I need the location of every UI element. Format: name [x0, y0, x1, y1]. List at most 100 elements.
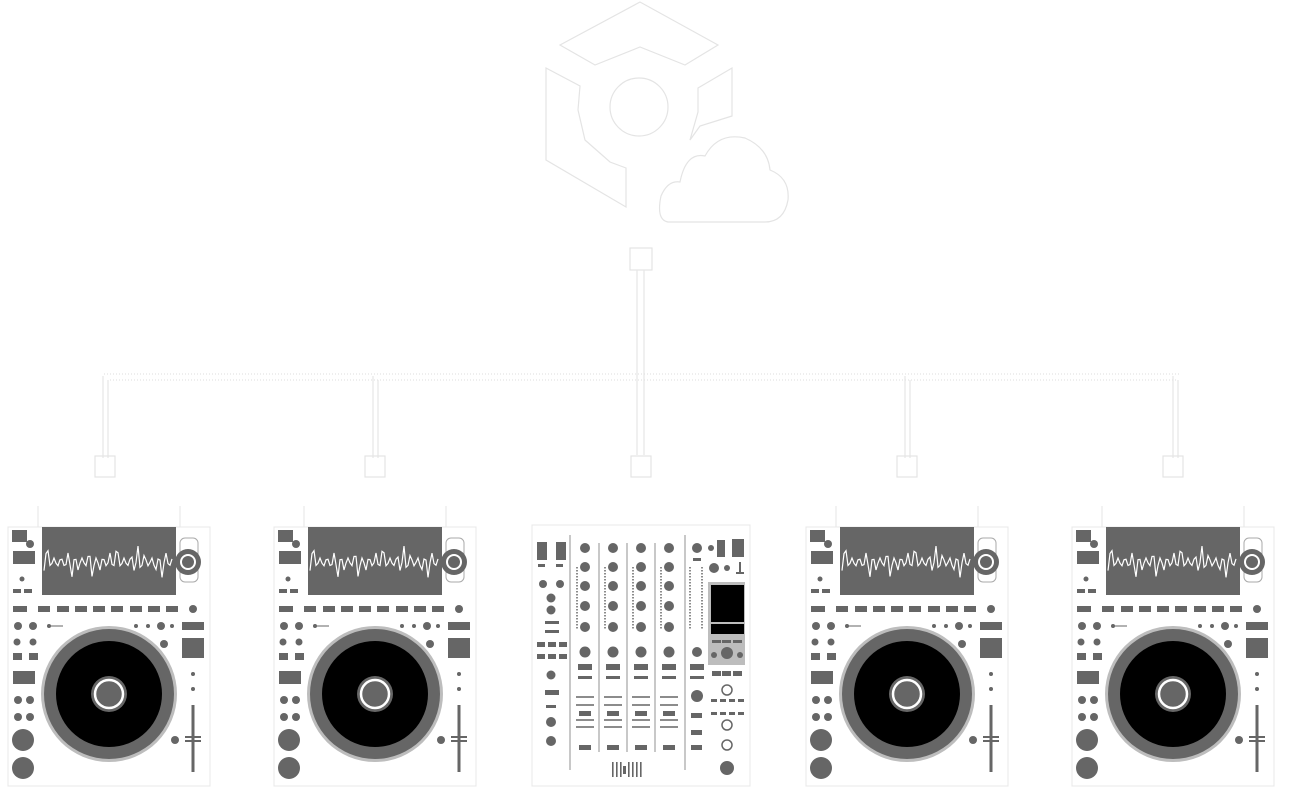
hub-cloud-icon [545, 1, 789, 223]
crossfader-barcode [636, 762, 638, 777]
control-knob [737, 652, 743, 658]
hot-cue-button [130, 606, 142, 612]
control-button [1246, 638, 1268, 658]
control-knob [817, 576, 823, 582]
play-button [12, 729, 34, 751]
control-knob [1077, 638, 1085, 646]
hot-cue-button [396, 606, 408, 612]
filter-knob [635, 646, 647, 658]
cue-button [12, 757, 34, 779]
control-button [278, 530, 293, 542]
control-knob [157, 622, 165, 630]
crossfader-barcode [640, 762, 642, 777]
control-button [545, 690, 559, 695]
control-button [448, 638, 470, 658]
device-connector [896, 455, 918, 478]
waveform-display [308, 527, 442, 595]
hot-cue-button [1157, 606, 1169, 612]
control-button [545, 630, 559, 633]
waveform-display [42, 527, 176, 595]
control-button [537, 542, 547, 560]
hot-cue-button [964, 606, 976, 612]
control-knob [426, 640, 434, 648]
hot-cue-button [323, 606, 335, 612]
control-button [729, 699, 735, 702]
hot-cue-button [57, 606, 69, 612]
control-knob [292, 713, 300, 721]
control-knob [709, 563, 719, 573]
control-knob [191, 687, 195, 691]
control-knob [412, 624, 416, 628]
control-knob [170, 624, 174, 628]
eq-knob [608, 601, 618, 611]
control-button [607, 745, 619, 750]
hot-cue-button [1194, 606, 1206, 612]
control-knob [436, 624, 440, 628]
control-button [607, 711, 619, 716]
control-button [448, 622, 470, 630]
control-button [606, 676, 620, 679]
control-button [537, 654, 545, 659]
cue-button [278, 757, 300, 779]
control-knob [455, 605, 463, 613]
control-knob [280, 622, 288, 630]
control-knob [26, 713, 34, 721]
headphone-knob [720, 761, 734, 775]
jog-hub [357, 676, 393, 712]
control-button [13, 589, 21, 593]
control-button [690, 676, 704, 679]
hot-cue-button [148, 606, 160, 612]
control-button [635, 745, 647, 750]
control-button [822, 589, 830, 593]
crossfader-barcode [620, 762, 622, 777]
dj-mixer [531, 524, 751, 787]
waveform [841, 546, 971, 578]
waveform [309, 546, 439, 578]
control-button [556, 564, 563, 567]
device-connector [630, 455, 652, 478]
play-button [1076, 729, 1098, 751]
hot-cue-button [891, 606, 903, 612]
control-button [711, 699, 717, 702]
control-button [182, 638, 204, 658]
control-button [690, 664, 704, 670]
eq-knob [664, 581, 674, 591]
control-knob [989, 687, 993, 691]
eq-knob [636, 543, 646, 553]
hot-cue-button [377, 606, 389, 612]
hot-cue-button [1102, 606, 1114, 612]
hot-cue-button [855, 606, 867, 612]
device-tab [37, 506, 181, 527]
control-knob [711, 652, 717, 658]
control-button [1077, 589, 1085, 593]
hot-cue-button [928, 606, 940, 612]
device-connector [94, 455, 116, 478]
control-knob [708, 545, 714, 551]
browse-knob-center [980, 556, 992, 568]
control-knob [1255, 672, 1259, 676]
control-knob [1078, 622, 1086, 630]
hot-cue-button [946, 606, 958, 612]
control-button [711, 712, 717, 715]
crossfader-barcode [632, 762, 634, 777]
control-button [733, 640, 742, 643]
control-button [545, 621, 559, 624]
hot-cue-button [1077, 606, 1091, 612]
control-knob [457, 672, 461, 676]
hot-cue-button [279, 606, 293, 612]
waveform-display [1106, 527, 1240, 595]
hot-cue-button [1212, 606, 1224, 612]
browse-knob-center [448, 556, 460, 568]
control-button [733, 671, 742, 676]
eq-knob [580, 581, 590, 591]
jog-hub-ring [891, 678, 923, 710]
control-knob [539, 580, 547, 588]
control-knob [546, 605, 556, 615]
control-knob [26, 540, 34, 548]
control-button [606, 664, 620, 670]
control-knob [134, 624, 138, 628]
control-knob [189, 605, 197, 613]
control-button [662, 676, 676, 679]
control-knob [1255, 687, 1259, 691]
